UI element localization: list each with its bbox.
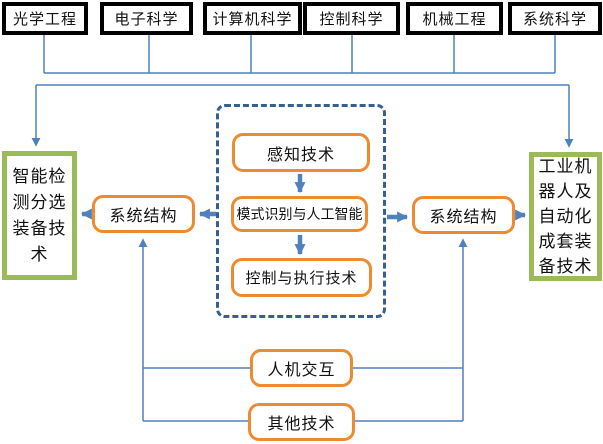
equipment-text-line: 智能检 (12, 166, 67, 186)
equipment-text-line: 工业机 (538, 157, 593, 176)
system-structure-left-box: 系统结构 (92, 195, 195, 233)
equipment-text-line: 测分选 (12, 192, 67, 212)
discipline-box-mechanical-engineering: 机械工程 (406, 2, 503, 35)
shared-tech-hci-box: 人机交互 (250, 349, 353, 387)
discipline-box-system-science: 系统科学 (508, 2, 602, 35)
core-tech-perception-box: 感知技术 (232, 133, 370, 172)
equipment-text-line: 成套装 (538, 232, 593, 251)
right-equipment-box: 工业机 器人及 自动化 成套装 备技术 (529, 152, 602, 281)
equipment-text-line: 装备技 (12, 218, 67, 238)
equipment-text-line: 器人及 (538, 182, 593, 201)
equipment-text-line: 备技术 (538, 257, 593, 276)
discipline-box-computer-science: 计算机科学 (203, 2, 302, 35)
shared-tech-other-box: 其他技术 (248, 403, 355, 441)
equipment-text-line: 自动化 (538, 207, 593, 226)
discipline-box-electronic-science: 电子科学 (100, 2, 193, 35)
core-tech-control-execution-box: 控制与执行技术 (231, 258, 372, 297)
core-tech-pattern-ai-box: 模式识别与人工智能 (231, 196, 368, 232)
left-equipment-box: 智能检 测分选 装备技 术 (2, 151, 77, 280)
equipment-text-line: 术 (30, 244, 49, 264)
discipline-box-control-science: 控制科学 (303, 2, 400, 35)
discipline-box-optical-engineering: 光学工程 (2, 2, 88, 35)
core-technology-frame (216, 104, 386, 318)
system-structure-right-box: 系统结构 (412, 196, 515, 234)
